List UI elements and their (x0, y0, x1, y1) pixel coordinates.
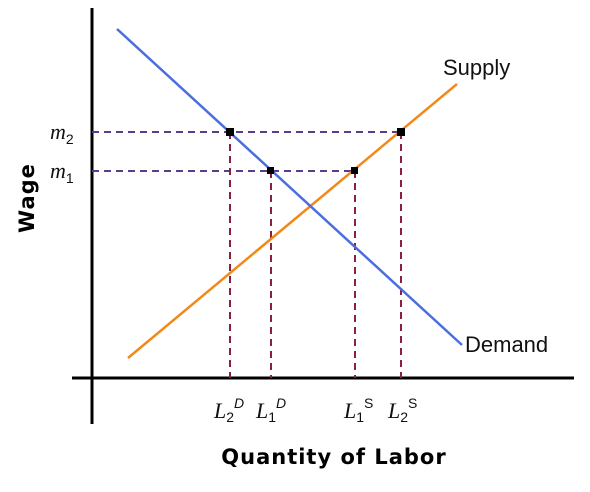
demand-curve (116, 28, 463, 346)
m1-sub: 1 (66, 170, 74, 186)
l2d-base: L (213, 398, 226, 423)
supply-curve (127, 83, 458, 359)
l1d-sub: 1 (268, 409, 276, 425)
l2s-label: L2S (387, 395, 417, 425)
l1s-sub: 1 (356, 409, 364, 425)
point-l1s-m1 (351, 167, 358, 174)
point-l2d-m2 (226, 128, 234, 136)
y-axis-title: Wage (15, 163, 39, 233)
supply-label: Supply (443, 55, 510, 80)
l1s-sup: S (364, 395, 373, 411)
l1d-sup: D (276, 395, 286, 411)
m2-label: m2 (50, 119, 74, 147)
l1s-base: L (343, 398, 356, 423)
m1-label: m1 (50, 158, 74, 186)
demand-label: Demand (465, 332, 548, 357)
l2s-sup: S (408, 395, 417, 411)
l2d-sub: 2 (226, 409, 234, 425)
l2s-base: L (387, 398, 400, 423)
l1d-base: L (255, 398, 268, 423)
m2-base: m (50, 119, 66, 144)
l2d-sup: D (234, 395, 244, 411)
l1s-label: L1S (343, 395, 373, 425)
l2d-label: L2D (213, 395, 244, 425)
point-l1d-m1 (267, 167, 274, 174)
l2s-sub: 2 (400, 409, 408, 425)
m1-base: m (50, 158, 66, 183)
point-l2s-m2 (397, 128, 405, 136)
m2-sub: 2 (66, 131, 74, 147)
l1d-label: L1D (255, 395, 286, 425)
x-axis-title: Quantity of Labor (221, 445, 446, 469)
